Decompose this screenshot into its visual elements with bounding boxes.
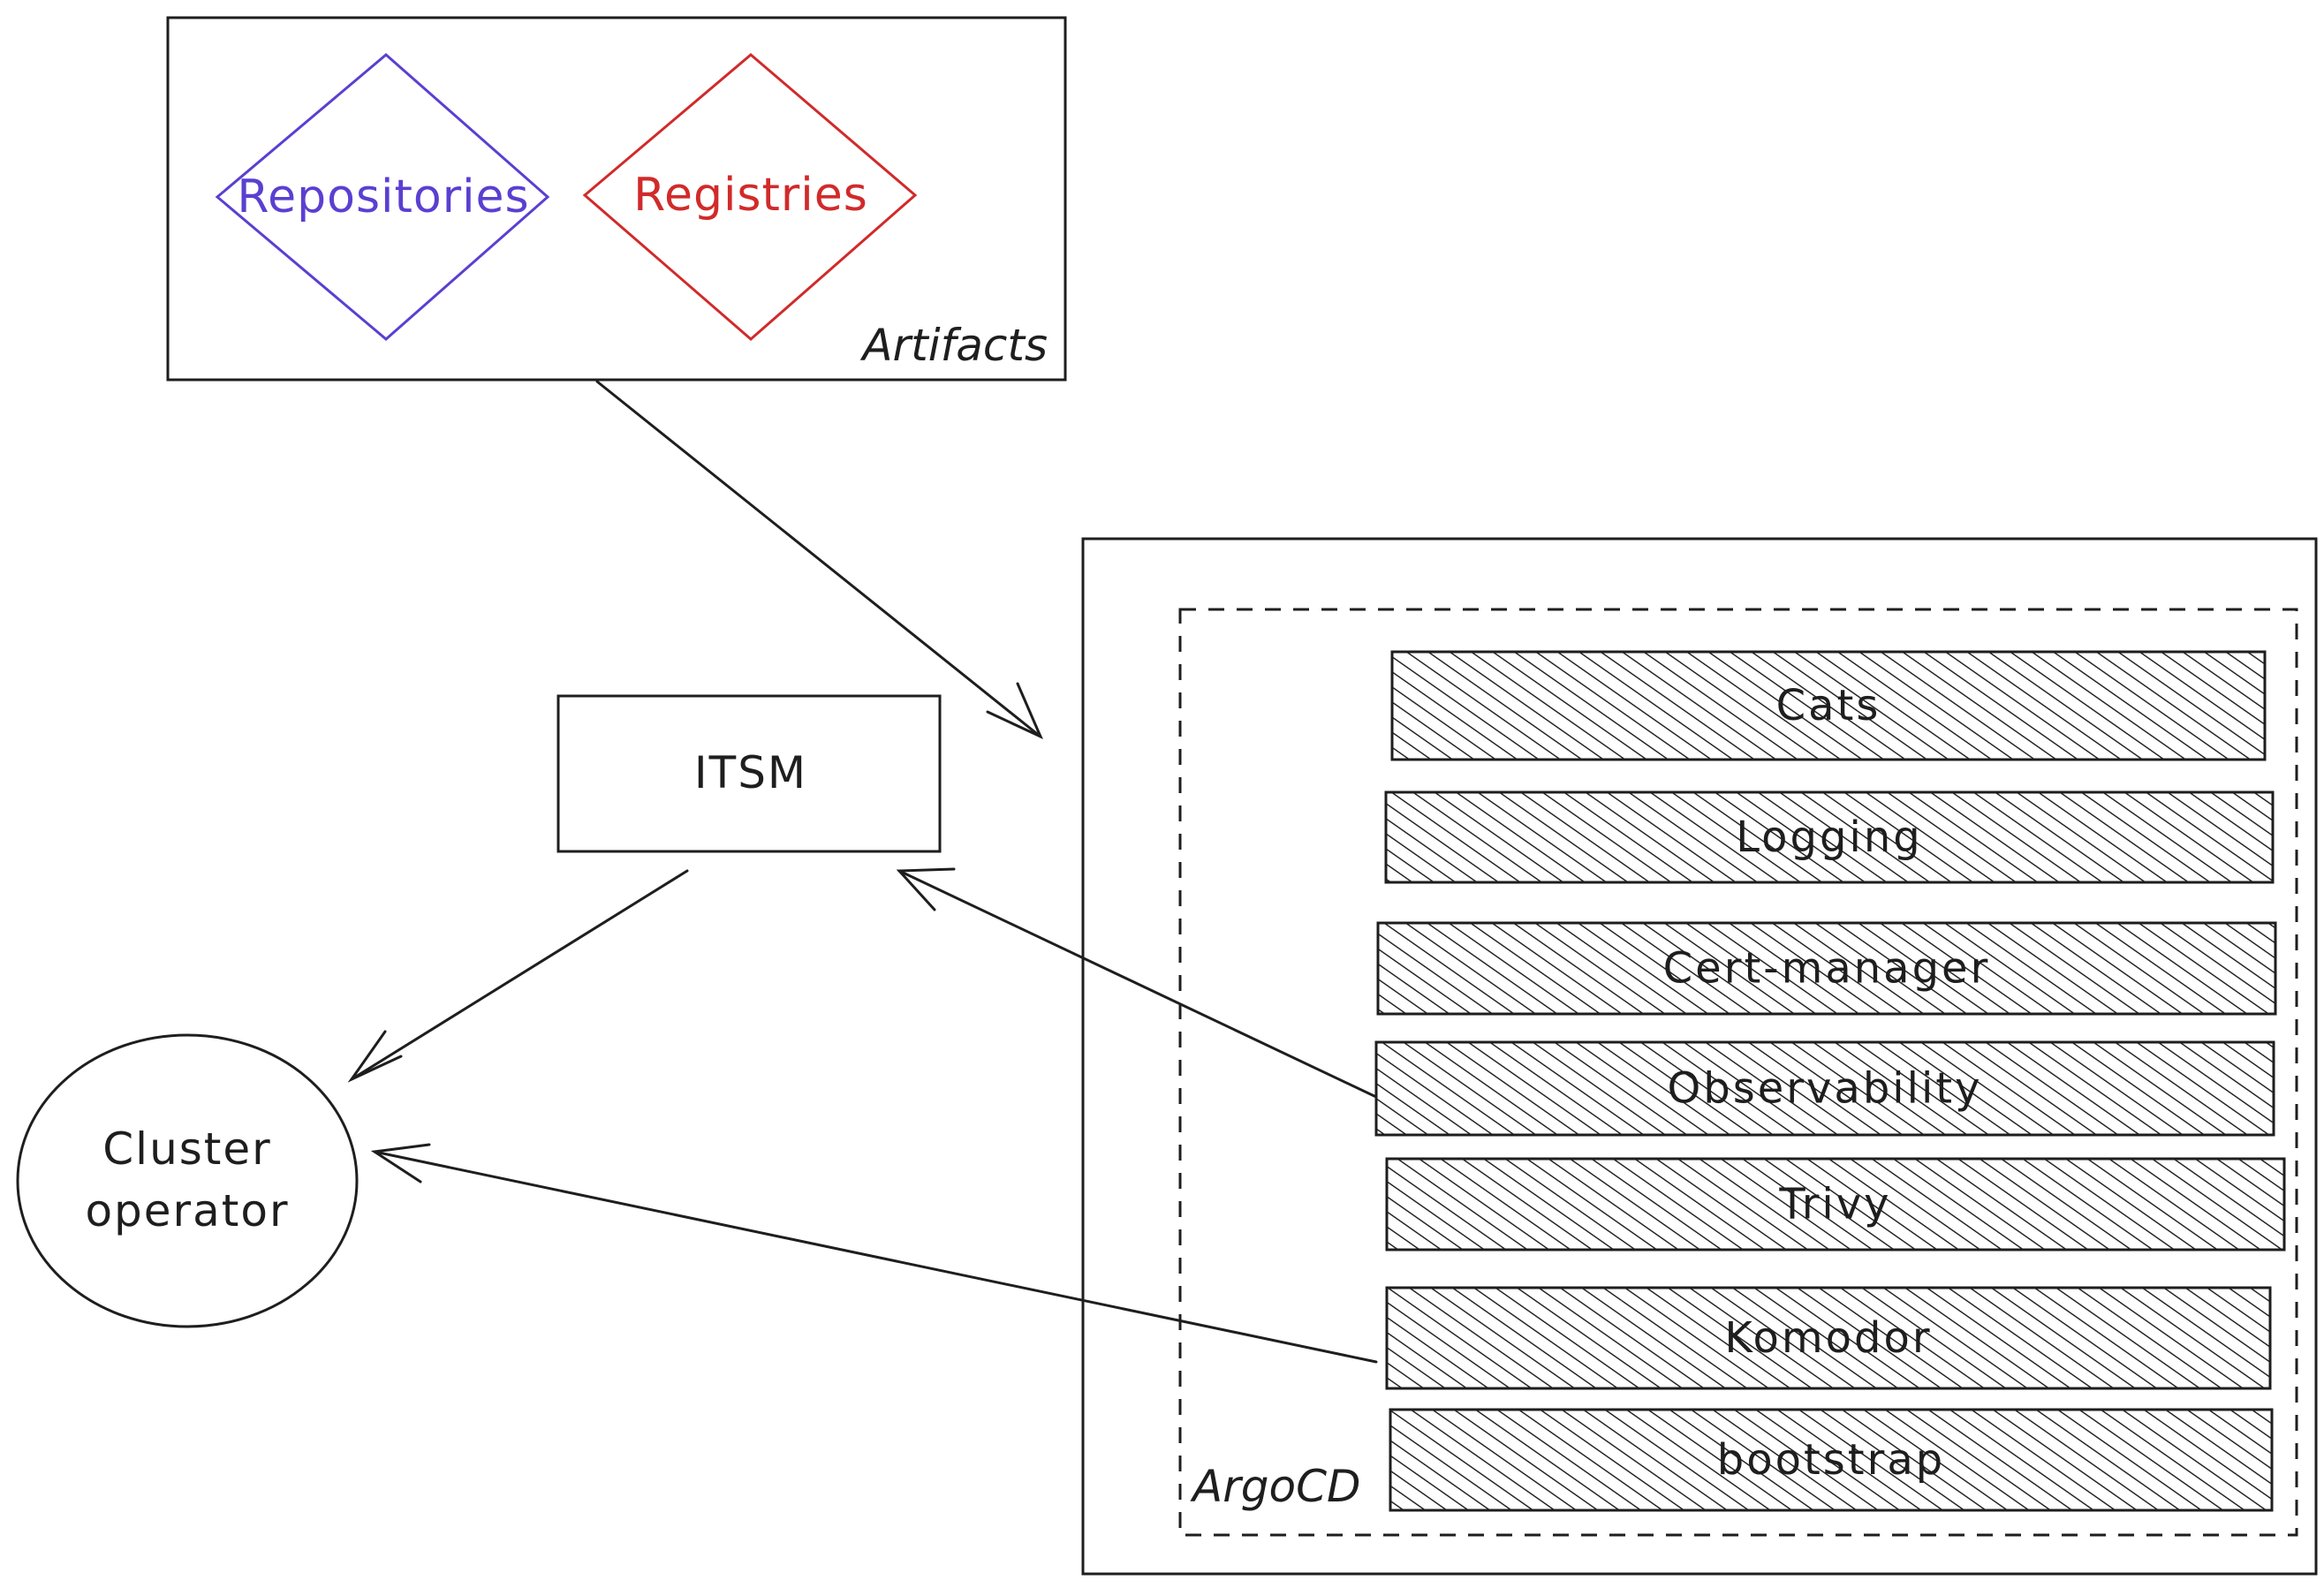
app-box-border <box>1384 790 2275 884</box>
app-label: Trivy <box>1778 1180 1891 1229</box>
argocd-group: ArgoCD CatsLoggingCert-managerObservabil… <box>1081 537 2318 1576</box>
itsm-node: ITSM <box>556 694 942 853</box>
app-label: Cats <box>1776 681 1881 730</box>
app-box-cert-manager: Cert-manager <box>1376 921 2277 1016</box>
app-box-border <box>1374 1040 2275 1137</box>
app-label: Cert-manager <box>1663 944 1991 994</box>
app-label: bootstrap <box>1717 1435 1945 1485</box>
argocd-frame <box>1178 608 2298 1537</box>
argocd-apps: CatsLoggingCert-managerObservabilityTriv… <box>1374 650 2286 1512</box>
app-box-trivy: Trivy <box>1385 1157 2286 1251</box>
app-box-hatch <box>1378 923 2275 1014</box>
app-box-hatch <box>1390 1410 2272 1510</box>
itsm-box <box>556 694 942 853</box>
registries-label: Registries <box>633 169 868 222</box>
app-box-border <box>1385 1286 2272 1390</box>
argocd-label: ArgoCD <box>1190 1461 1361 1512</box>
app-box-hatch <box>1387 1288 2270 1388</box>
arrow-itsm-to-cluster-operator <box>347 869 689 1083</box>
connectors <box>347 380 1378 1364</box>
cluster-operator-line2: operator <box>85 1185 289 1236</box>
app-box-border <box>1385 1157 2286 1251</box>
repositories-diamond <box>215 53 550 341</box>
app-box-bootstrap: bootstrap <box>1389 1408 2274 1512</box>
artifacts-label: Artifacts <box>859 320 1048 371</box>
app-label: Komodor <box>1724 1313 1932 1363</box>
app-box-hatch <box>1387 1159 2284 1250</box>
cluster-operator-line1: Cluster <box>102 1123 271 1175</box>
app-box-hatch <box>1376 1042 2274 1135</box>
arrow-observability-to-itsm <box>896 867 1378 1099</box>
repositories-label: Repositories <box>237 170 529 223</box>
app-box-komodor: Komodor <box>1385 1286 2272 1390</box>
app-label: Observability <box>1667 1064 1982 1114</box>
cluster-operator-circle <box>16 1033 359 1328</box>
app-box-cats: Cats <box>1390 650 2267 761</box>
arrow-artifacts-to-argocd <box>595 380 1043 740</box>
cluster-frame <box>1081 537 2318 1576</box>
app-box-border <box>1390 650 2267 761</box>
itsm-label: ITSM <box>694 747 807 798</box>
artifacts-group: Repositories Registries Artifacts <box>166 16 1067 382</box>
app-box-border <box>1376 921 2277 1016</box>
app-box-logging: Logging <box>1384 790 2275 884</box>
app-box-hatch <box>1386 792 2273 882</box>
arrow-komodor-to-cluster-operator <box>370 1143 1378 1364</box>
app-box-border <box>1389 1408 2274 1512</box>
registries-diamond <box>582 53 918 341</box>
app-box-observability: Observability <box>1374 1040 2275 1137</box>
cluster-operator-node: Cluster operator <box>16 1033 359 1328</box>
app-label: Logging <box>1736 813 1922 862</box>
artifacts-frame <box>166 16 1067 382</box>
app-box-hatch <box>1392 652 2265 760</box>
